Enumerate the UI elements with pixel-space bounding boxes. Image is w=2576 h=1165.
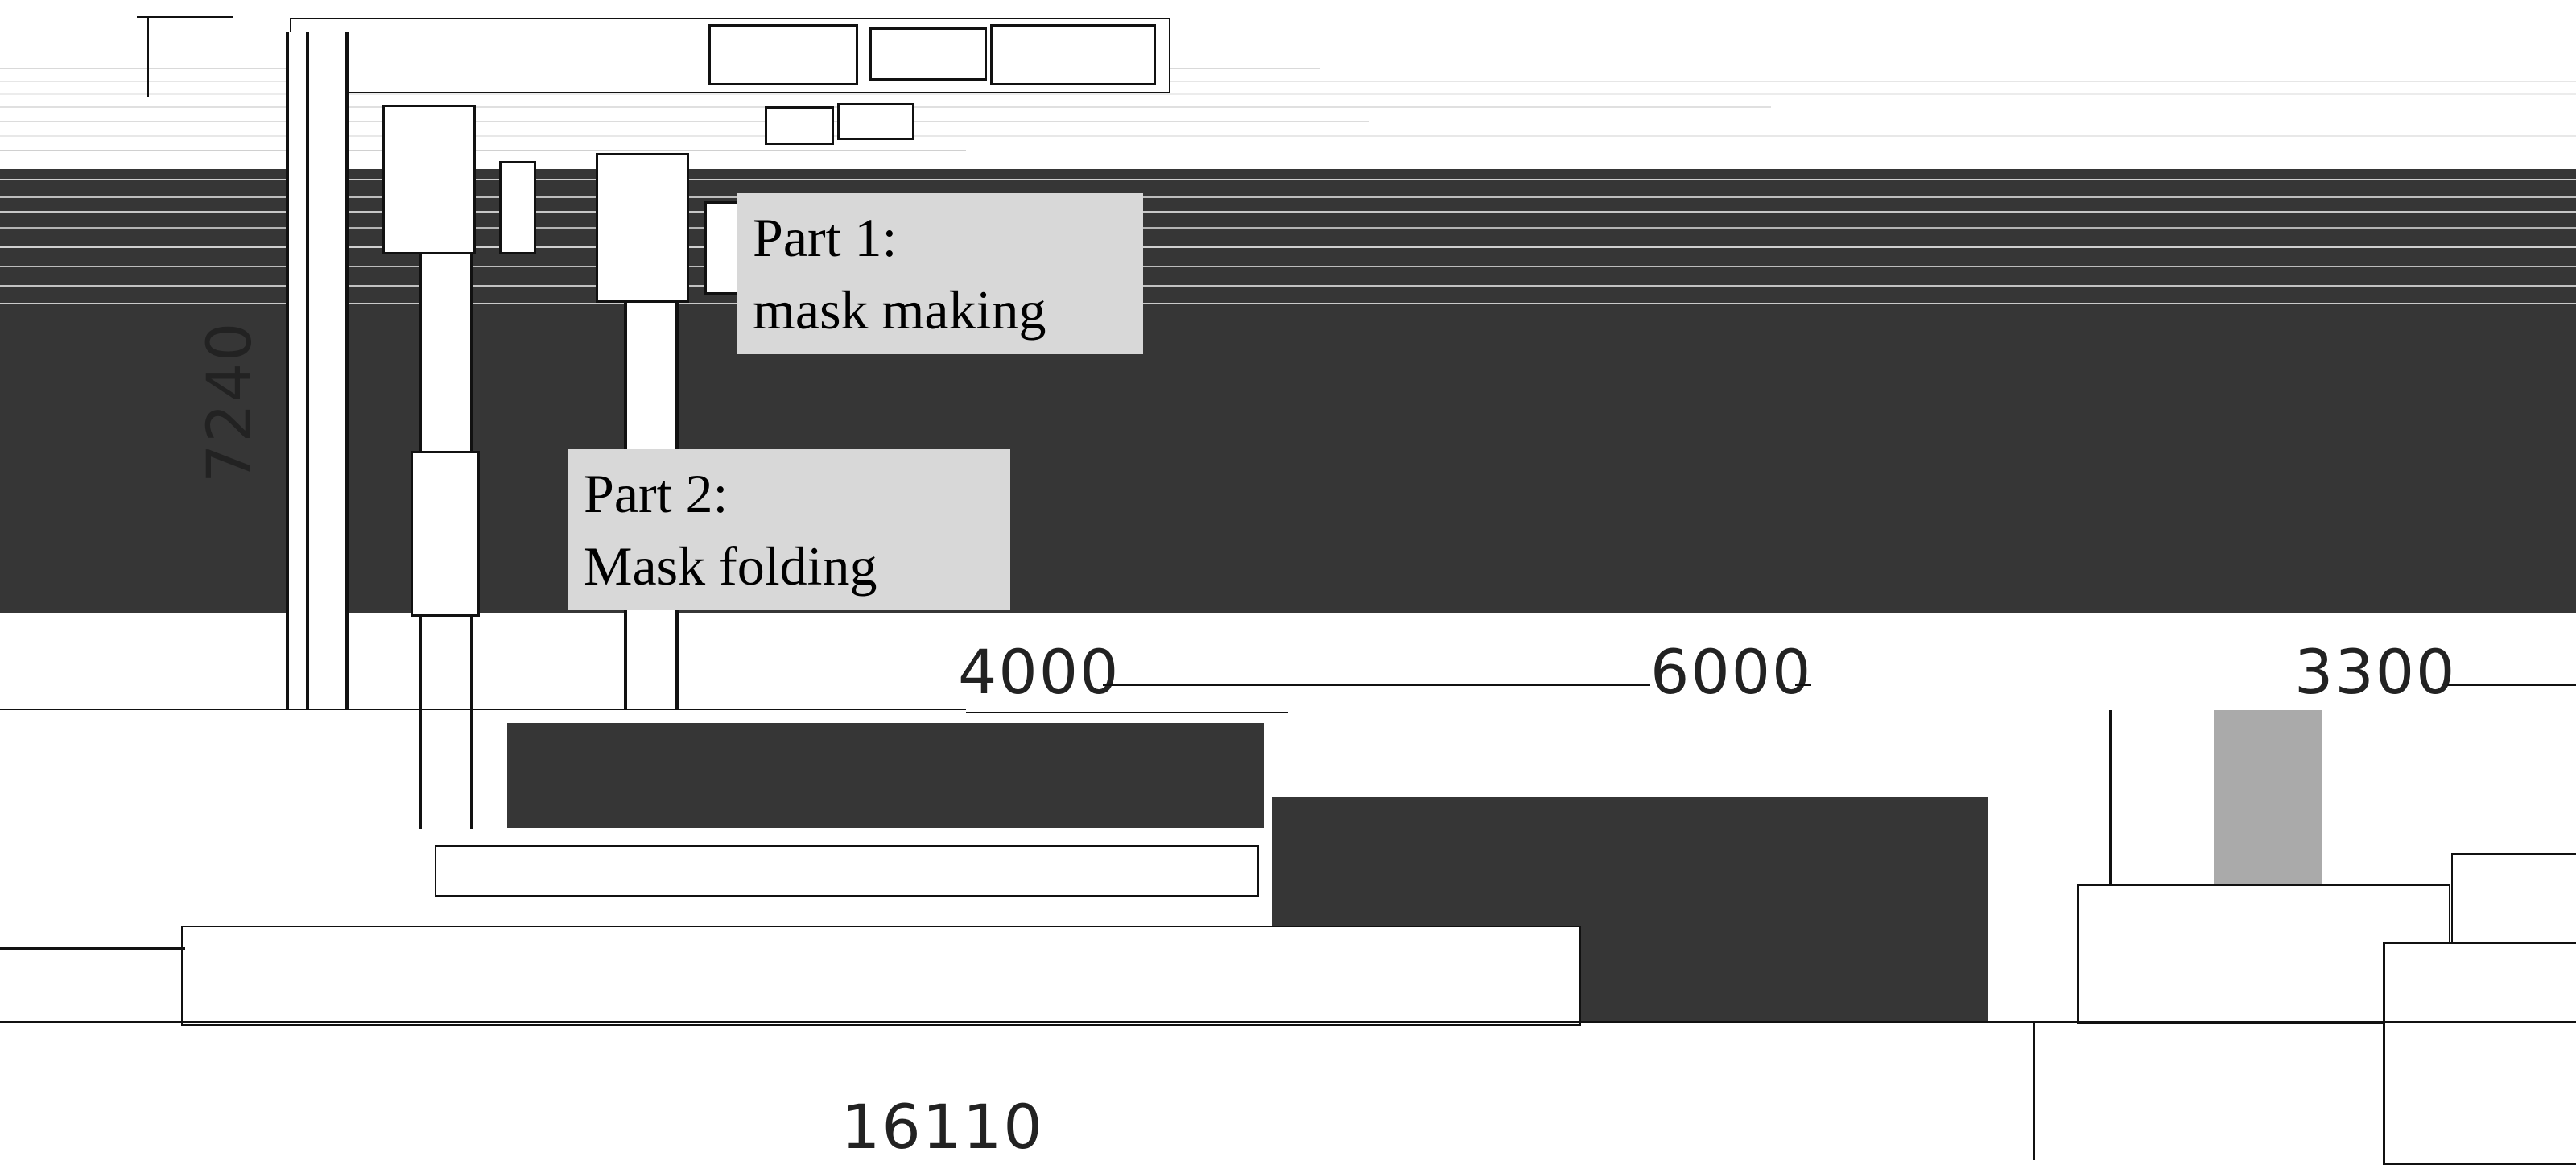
grey-block	[2214, 710, 2322, 887]
scan-line	[0, 211, 2576, 213]
vertical-guide	[2033, 1022, 2035, 1160]
scan-line	[0, 303, 2576, 304]
dimension-line	[0, 947, 185, 950]
control-panel	[499, 161, 536, 254]
machine-outline	[435, 845, 1259, 897]
mask-machine-head	[382, 105, 476, 254]
dimension-line	[137, 16, 233, 18]
drawing-line	[0, 81, 2576, 82]
machine-module	[708, 24, 858, 85]
segment-dimension-1: 4000	[958, 636, 1121, 708]
drawing-line	[0, 135, 2576, 137]
segment-dimension-3: 3300	[2294, 636, 2457, 708]
segment-dimension-2: 6000	[1650, 636, 1813, 708]
control-panel	[765, 106, 834, 145]
conveyor-line	[181, 926, 1581, 1026]
machine-outline	[2451, 853, 2576, 945]
scan-line	[0, 196, 2576, 198]
part2-title: Part 2:	[584, 463, 729, 524]
drawing-line	[0, 93, 2576, 95]
part1-title: Part 1:	[753, 207, 898, 268]
scan-line	[0, 266, 2576, 267]
machine-outline	[2109, 710, 2216, 887]
dimension-arrow	[147, 16, 149, 97]
machine-outline	[2383, 942, 2576, 1165]
dimension-line	[1103, 684, 1650, 686]
dark-block	[507, 723, 1264, 828]
part1-subtitle: mask making	[753, 279, 1046, 341]
dimension-line	[966, 712, 1288, 713]
part1-callout: Part 1: mask making	[737, 193, 1143, 354]
total-dimension: 16110	[841, 1091, 1044, 1163]
scan-line	[0, 227, 2576, 229]
height-dimension: 7240	[193, 320, 265, 483]
machine-column	[286, 32, 349, 709]
part2-callout: Part 2: Mask folding	[568, 449, 1010, 610]
baseline	[0, 1021, 2576, 1023]
drawing-line	[0, 150, 966, 151]
control-panel	[837, 103, 914, 140]
column-line	[306, 32, 309, 709]
machine-module	[990, 24, 1156, 85]
drawing-line	[0, 121, 1368, 122]
scan-line	[0, 246, 2576, 248]
folding-machine-block	[411, 451, 480, 617]
mask-machine-head	[596, 153, 689, 303]
dimension-line	[2447, 684, 2576, 686]
part2-subtitle: Mask folding	[584, 535, 877, 597]
scan-line	[0, 179, 2576, 180]
dimension-line	[0, 709, 966, 710]
dimension-line	[1795, 684, 1811, 686]
scan-line	[0, 285, 2576, 287]
machine-module	[869, 27, 987, 81]
